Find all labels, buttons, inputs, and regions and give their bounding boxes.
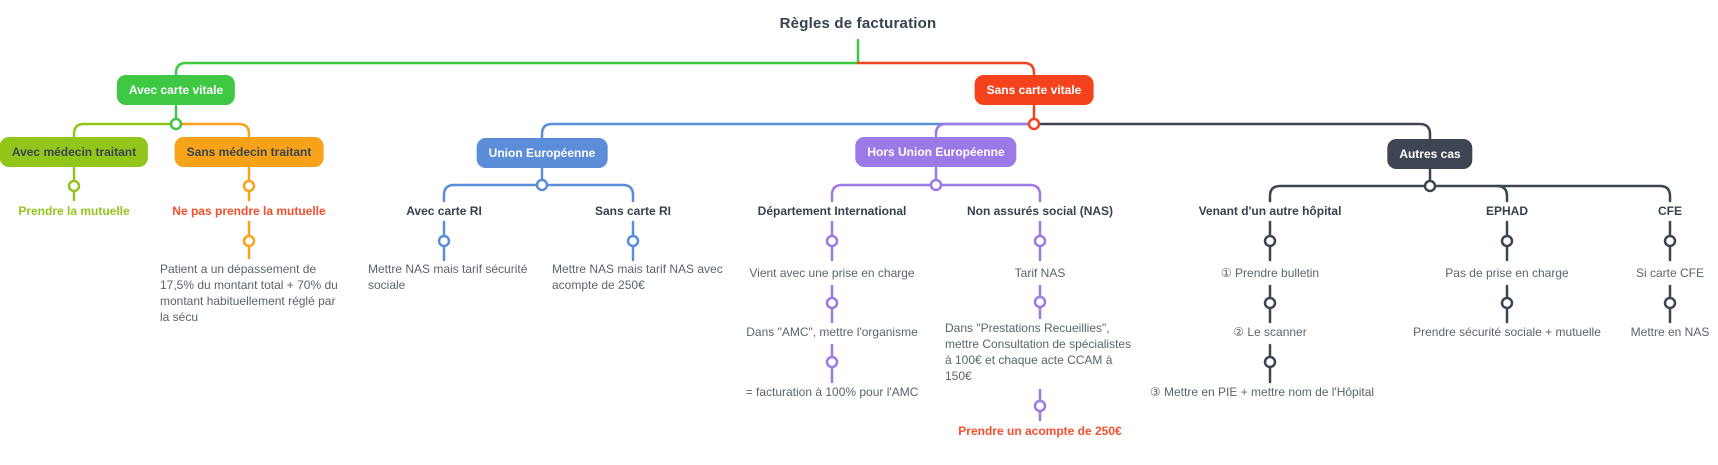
connector-ring[interactable] bbox=[1033, 234, 1047, 248]
node-le-scanner[interactable]: ② Le scanner bbox=[1233, 325, 1307, 339]
connector-ring[interactable] bbox=[1500, 234, 1514, 248]
node-cfe[interactable]: CFE bbox=[1658, 204, 1682, 218]
connector-line bbox=[1032, 122, 1432, 141]
connector-ring[interactable] bbox=[1423, 179, 1437, 193]
node-prestations-recueillies[interactable]: Dans "Prestations Recueillies", mettre C… bbox=[945, 321, 1132, 383]
node-autres-cas[interactable]: Autres cas bbox=[1387, 139, 1473, 169]
node-securite-sociale-mutuelle[interactable]: Prendre sécurité sociale + mutuelle bbox=[1413, 325, 1601, 339]
connector-ring[interactable] bbox=[242, 234, 256, 248]
connector-ring[interactable] bbox=[1663, 234, 1677, 248]
node-acompte-250[interactable]: Prendre un acompte de 250€ bbox=[958, 424, 1122, 438]
connector-ring[interactable] bbox=[437, 234, 451, 248]
node-venant-autre-hopital[interactable]: Venant d'un autre hôpital bbox=[1198, 204, 1342, 218]
connector-ring[interactable] bbox=[825, 234, 839, 248]
node-mettre-en-nas[interactable]: Mettre en NAS bbox=[1630, 325, 1710, 339]
connector-ring[interactable] bbox=[169, 117, 183, 131]
connector-ring[interactable] bbox=[1033, 399, 1047, 413]
node-non-assures-social[interactable]: Non assurés social (NAS) bbox=[966, 204, 1114, 218]
connector-ring[interactable] bbox=[825, 296, 839, 310]
connector-ring[interactable] bbox=[825, 355, 839, 369]
node-sans-carte-ri[interactable]: Sans carte RI bbox=[594, 204, 672, 218]
connector-line bbox=[72, 122, 178, 139]
node-prendre-la-mutuelle[interactable]: Prendre la mutuelle bbox=[18, 204, 130, 218]
node-hors-union-europeenne[interactable]: Hors Union Européenne bbox=[855, 137, 1017, 167]
connector-ring[interactable] bbox=[626, 234, 640, 248]
connector-ring[interactable] bbox=[1033, 295, 1047, 309]
node-nas-tarif-nas-acompte[interactable]: Mettre NAS mais tarif NAS avec acompte d… bbox=[552, 262, 723, 292]
root-node-title[interactable]: Règles de facturation bbox=[779, 15, 937, 32]
connector-ring[interactable] bbox=[1663, 296, 1677, 310]
node-si-carte-cfe[interactable]: Si carte CFE bbox=[1635, 266, 1705, 280]
node-ephad[interactable]: EPHAD bbox=[1485, 204, 1529, 218]
connector-ring[interactable] bbox=[1263, 234, 1277, 248]
node-sans-carte-vitale[interactable]: Sans carte vitale bbox=[974, 75, 1094, 105]
connector-ring[interactable] bbox=[67, 179, 81, 193]
node-sans-medecin-traitant[interactable]: Sans médecin traitant bbox=[174, 137, 324, 167]
node-nas-tarif-securite-sociale[interactable]: Mettre NAS mais tarif sécurité sociale bbox=[368, 262, 528, 292]
node-ne-pas-prendre-la-mutuelle[interactable]: Ne pas prendre la mutuelle bbox=[172, 204, 326, 218]
node-avec-carte-vitale[interactable]: Avec carte vitale bbox=[116, 75, 236, 105]
connector-line bbox=[934, 122, 1036, 139]
node-prise-en-charge[interactable]: Vient avec une prise en charge bbox=[749, 266, 915, 280]
node-depassement-note[interactable]: Patient a un dépassement de 17,5% du mon… bbox=[160, 262, 338, 324]
node-union-europeenne[interactable]: Union Européenne bbox=[476, 138, 608, 168]
connector-ring[interactable] bbox=[1500, 296, 1514, 310]
connector-line bbox=[1495, 184, 1509, 203]
node-avec-medecin-traitant[interactable]: Avec médecin traitant bbox=[0, 137, 149, 167]
connector-ring[interactable] bbox=[1263, 296, 1277, 310]
connector-line bbox=[174, 122, 251, 139]
connector-line bbox=[540, 122, 1036, 140]
connector-line bbox=[1268, 184, 1672, 203]
node-prendre-bulletin[interactable]: ① Prendre bulletin bbox=[1220, 266, 1320, 280]
connector-ring[interactable] bbox=[929, 178, 943, 192]
connector-ring[interactable] bbox=[1263, 355, 1277, 369]
connector-line bbox=[856, 61, 1036, 77]
connector-ring[interactable] bbox=[1027, 117, 1041, 131]
node-avec-carte-ri[interactable]: Avec carte RI bbox=[406, 204, 482, 218]
connector-line bbox=[174, 61, 860, 77]
node-departement-international[interactable]: Département International bbox=[757, 204, 907, 218]
node-pas-de-prise-en-charge[interactable]: Pas de prise en charge bbox=[1445, 266, 1569, 280]
node-amc-organisme[interactable]: Dans "AMC", mettre l'organisme bbox=[746, 325, 918, 339]
node-tarif-nas[interactable]: Tarif NAS bbox=[1014, 266, 1066, 280]
connector-ring[interactable] bbox=[242, 179, 256, 193]
node-facturation-100-amc[interactable]: = facturation à 100% pour l'AMC bbox=[745, 385, 919, 399]
node-mettre-en-pie[interactable]: ③ Mettre en PIE + mettre nom de l'Hôpita… bbox=[1149, 385, 1375, 399]
connector-ring[interactable] bbox=[535, 178, 549, 192]
